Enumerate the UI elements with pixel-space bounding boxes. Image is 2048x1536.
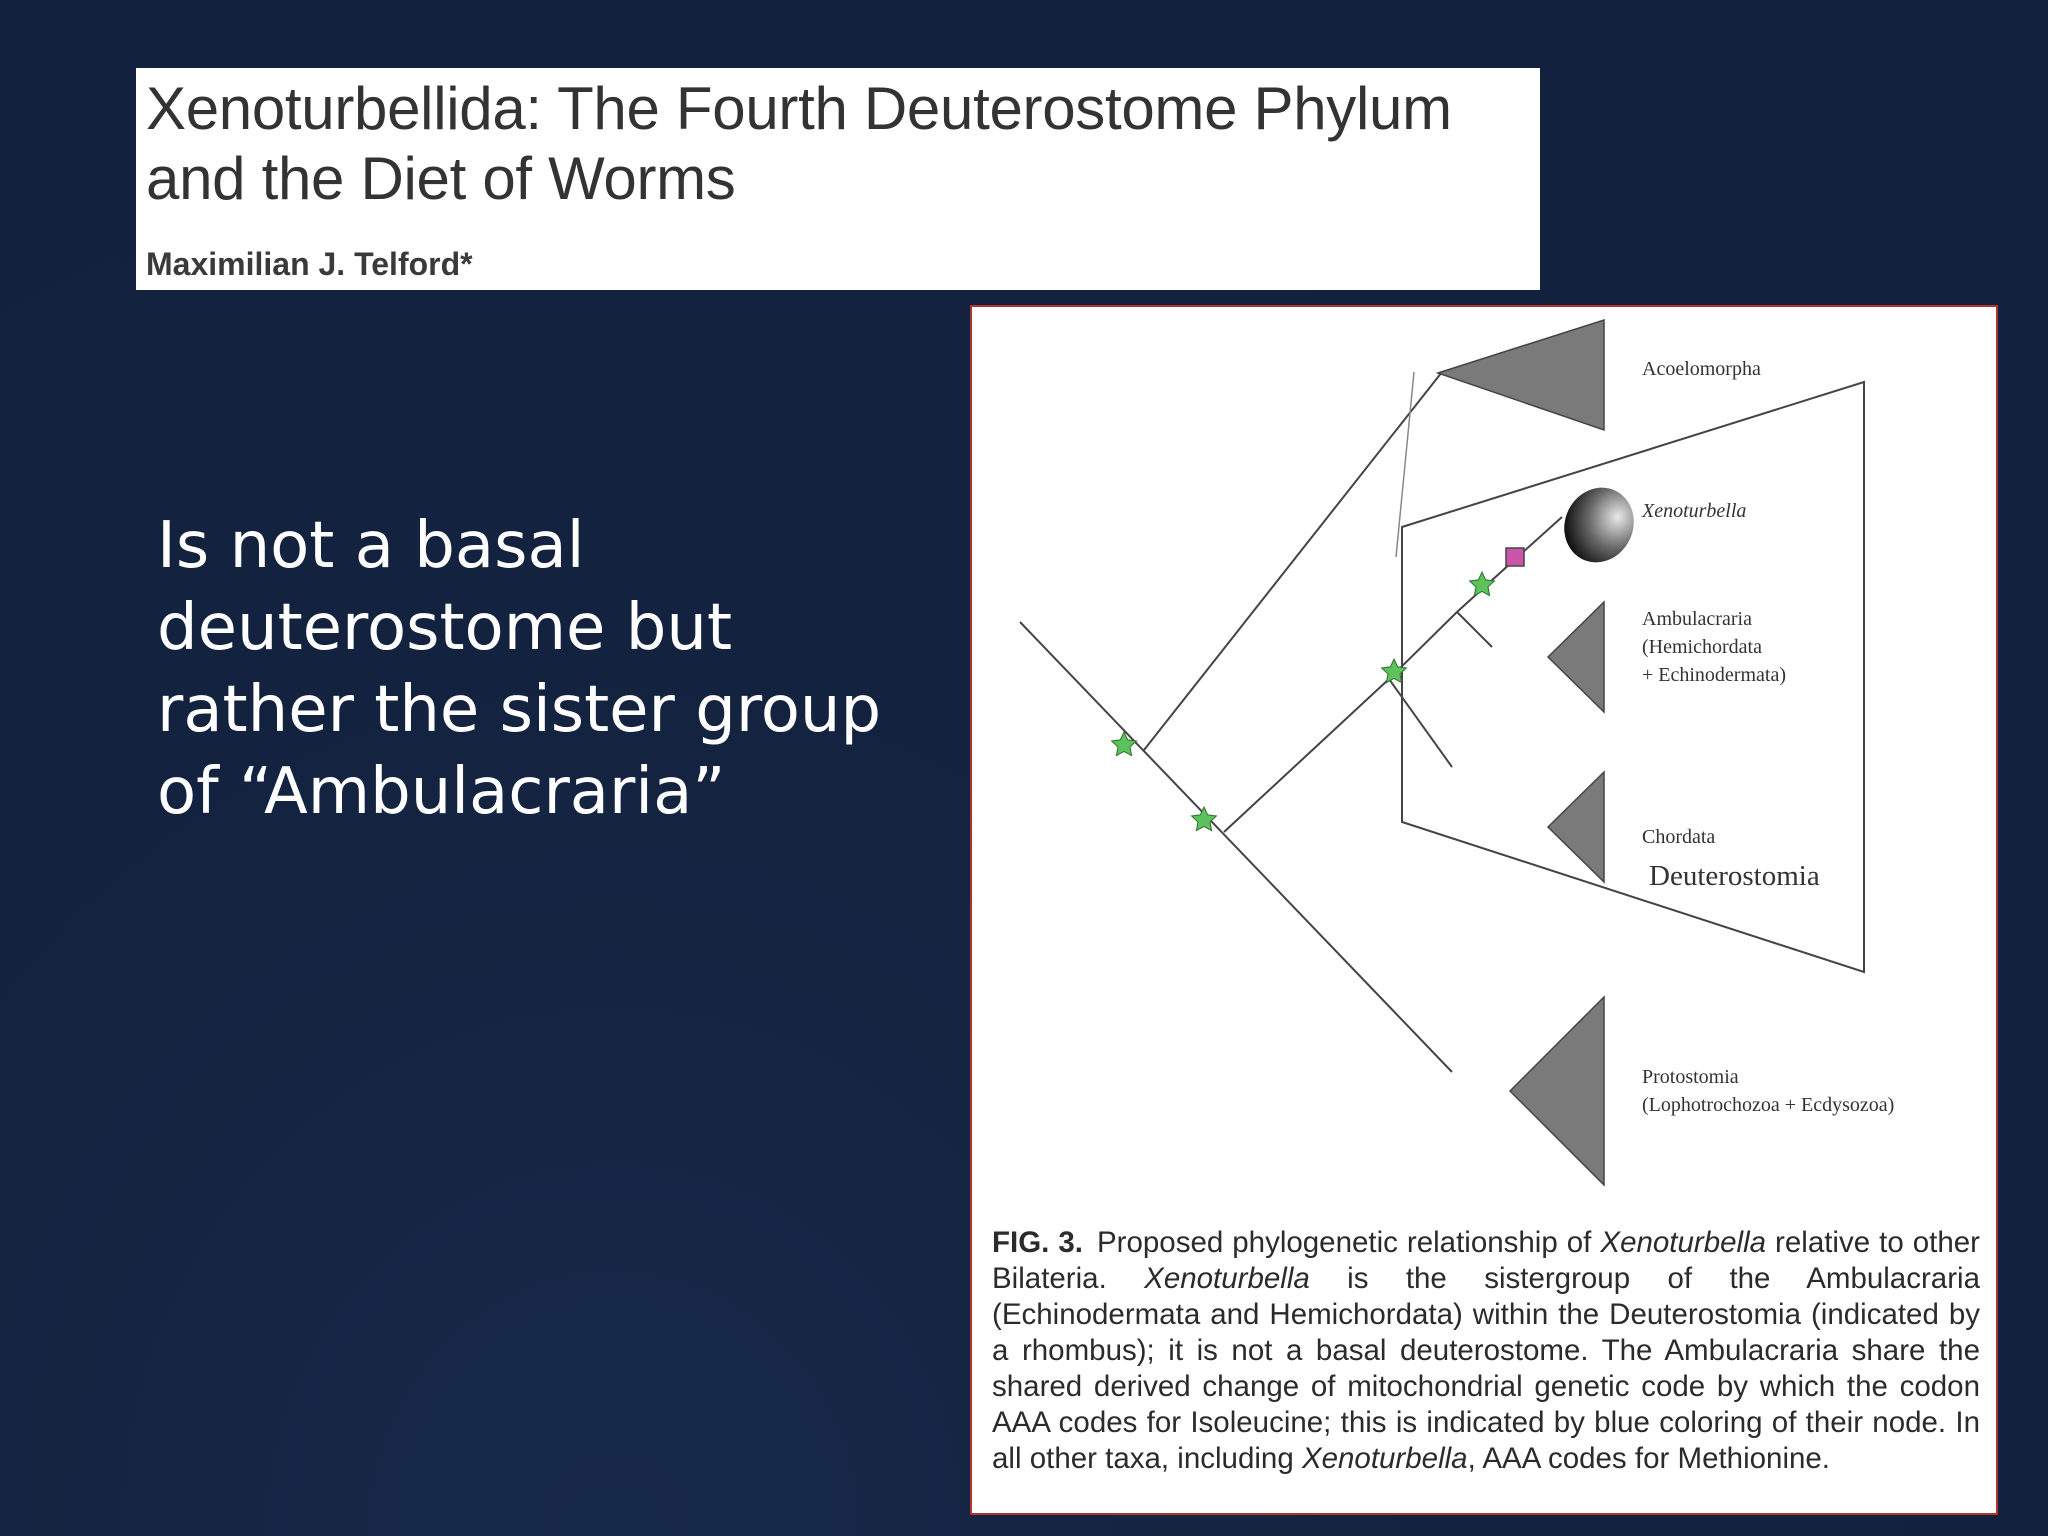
caption-cover [1484,1483,1996,1513]
figure-caption: FIG. 3. Proposed phylogenetic relationshi… [992,1225,1980,1477]
label-chordata: Chordata [1642,826,1715,848]
clade-protostomia [1508,995,1605,1187]
node-stars [1110,570,1496,832]
branch-acoelomorpha [1143,371,1443,751]
clade-chordata [1546,770,1605,884]
caption-text: relative to other Bilateria. [992,1226,1980,1295]
claim-text: Is not a basal deuterostome but rather t… [157,509,882,829]
label-deuterostomia: Deuterostomia [1649,860,1820,892]
phylogeny-figure: Acoelomorpha Xenoturbella Ambulacraria (… [970,305,1998,1515]
former-position-line [1395,371,1415,558]
tree-branches [1019,371,1563,1073]
label-xenoturbella: Xenoturbella [1641,500,1746,522]
xenoturbella-worm-image [1564,487,1634,563]
clade-acoelomorpha [1435,318,1605,432]
node-star [1380,657,1408,684]
branch-ambulacraria [1456,611,1493,648]
paper-header: Xenoturbellida: The Fourth Deuterostome … [136,68,1540,290]
caption-italic: Xenoturbella [1301,1442,1468,1475]
node-star [1468,570,1496,597]
label-protostomia-sub: (Lophotrochozoa + Ecdysozoa) [1642,1094,1894,1116]
rhombus-marker [1505,547,1525,567]
label-ambulacraria-sub1: (Hemichordata [1642,636,1762,658]
caption-italic: Xenoturbella [1144,1262,1310,1295]
branch-deuterostomia [1223,678,1390,833]
node-star [1190,805,1218,832]
caption-italic: Xenoturbella [1600,1226,1767,1259]
node-star [1110,730,1138,757]
taxon-labels: Acoelomorpha Xenoturbella Ambulacraria (… [1641,358,1894,1116]
paper-title-line-2: and the Diet of Worms [146,145,736,212]
paper-author: Maximilian J. Telford* [146,246,473,282]
deuterostomia-bracket [1401,380,1865,974]
label-ambulacraria-sub2: + Echinodermata) [1642,664,1786,686]
paper-title: Xenoturbellida: The Fourth Deuterostome … [146,74,1530,214]
caption-text: , AAA codes for Methionine. [1467,1442,1831,1475]
branch-chordata [1388,678,1453,768]
clade-triangles [1435,318,1605,1187]
label-protostomia: Protostomia [1642,1066,1739,1088]
phylogenetic-tree: Acoelomorpha Xenoturbella Ambulacraria (… [1019,318,1894,1187]
label-acoelomorpha: Acoelomorpha [1642,358,1761,380]
caption-label: FIG. 3. [992,1226,1083,1259]
caption-text: is the sistergroup of the Ambulacraria (… [992,1262,1980,1475]
caption-text: Proposed phylogenetic relationship of [1096,1226,1601,1259]
label-ambulacraria: Ambulacraria [1642,608,1752,630]
branch-root [1019,621,1453,1073]
clade-ambulacraria [1546,600,1605,714]
paper-title-line-1: Xenoturbellida: The Fourth Deuterostome … [146,75,1452,142]
